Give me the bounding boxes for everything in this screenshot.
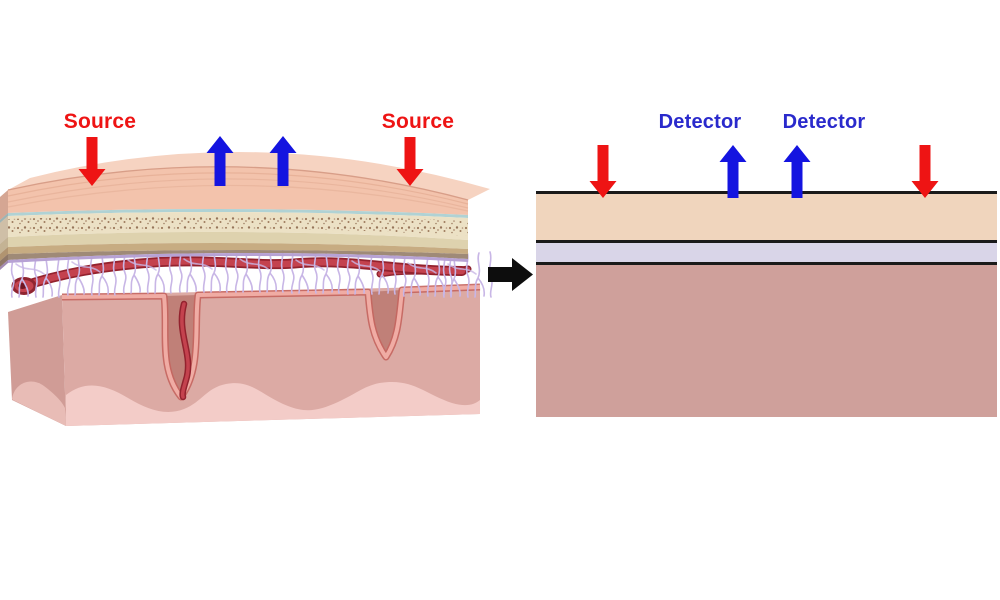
skull-inner-table-layer	[0, 231, 468, 254]
slab-top-surface	[8, 152, 490, 200]
white-matter-region	[66, 382, 480, 426]
model-scalp-skull-layer	[536, 194, 997, 240]
detector-label: Detector	[782, 111, 866, 133]
pia-mater-rim	[61, 285, 481, 399]
model-top-boundary-line	[536, 191, 997, 194]
source-label: Source	[381, 110, 455, 133]
galea-layer	[0, 208, 468, 223]
anatomical-head-illustration	[0, 152, 493, 426]
model-divider-line	[536, 240, 997, 243]
emission-up-arrow-icon	[206, 136, 234, 186]
simplified-layer-model	[536, 191, 997, 417]
transform-arrow-icon	[488, 258, 533, 291]
slab-front-edge	[7, 166, 469, 201]
white-matter-left-face	[12, 381, 66, 426]
model-divider-line	[536, 262, 997, 265]
source-down-arrow-icon	[396, 137, 424, 186]
arachnoid-membrane-layer	[0, 252, 468, 270]
penetrating-blood-vessel	[178, 300, 192, 401]
brain-tissue-block	[8, 283, 481, 426]
slab-side-shading	[0, 190, 8, 270]
scalp-striation	[7, 184, 469, 212]
scalp-striation	[7, 178, 469, 209]
pial-blood-vessels	[11, 256, 472, 295]
emission-up-arrow-icon	[269, 136, 297, 186]
source-down-arrow-icon	[589, 145, 617, 198]
model-csf-layer	[536, 243, 997, 262]
source-down-arrow-icon	[911, 145, 939, 198]
source-label: Source	[63, 110, 137, 133]
source-down-arrow-icon	[78, 137, 106, 186]
detector-up-arrow-icon	[783, 145, 811, 198]
skull-speckles	[8, 215, 468, 236]
detector-label: Detector	[658, 111, 742, 133]
detector-up-arrow-icon	[719, 145, 747, 198]
scalp-skull-slab	[0, 152, 490, 270]
scalp-layer	[0, 166, 468, 220]
dura-layer	[0, 242, 468, 261]
scalp-striation	[7, 172, 469, 205]
model-brain-layer	[536, 265, 997, 417]
dura-inner-layer	[0, 250, 468, 267]
